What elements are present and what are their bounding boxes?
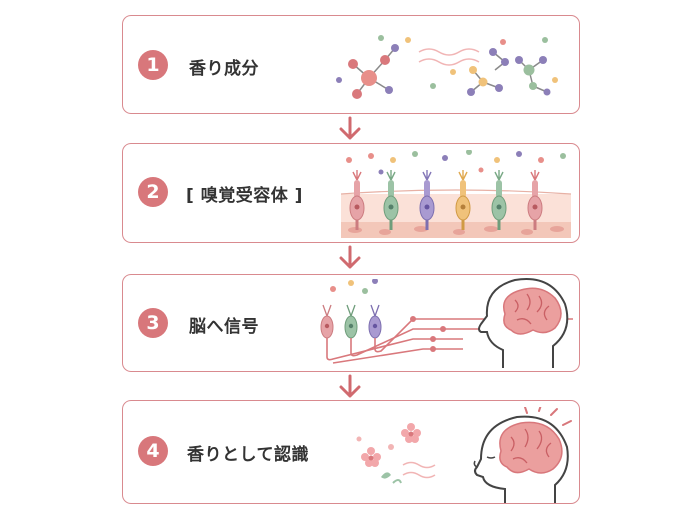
step-2-label: [ 嗅覚受容体 ] [186, 186, 303, 206]
flower-scent-illustration [356, 423, 436, 484]
molecule-illustration [336, 35, 558, 99]
step-1-card: 1 香り成分 [122, 15, 580, 114]
step-4-card: 4 香りとして認識 [122, 400, 580, 504]
arrow-down-icon [339, 116, 361, 140]
step-3-card: 3 脳へ信号 [122, 274, 580, 372]
step-1-badge: 1 [138, 50, 168, 80]
neural-signal-illustration [320, 279, 573, 364]
step-4-label: 香りとして認識 [187, 445, 309, 465]
head-brain-icon [473, 407, 572, 503]
step-2-card: 2 [ 嗅覚受容体 ] [122, 143, 580, 243]
step-1-label: 香り成分 [189, 59, 259, 79]
arrow-down-icon [339, 374, 361, 398]
head-brain-icon [478, 278, 569, 368]
step-3-badge: 3 [138, 308, 168, 338]
step-4-badge: 4 [138, 436, 168, 466]
olfactory-receptor-illustration [341, 150, 571, 238]
step-3-label: 脳へ信号 [189, 317, 259, 337]
step-2-badge: 2 [138, 177, 168, 207]
arrow-down-icon [339, 245, 361, 269]
